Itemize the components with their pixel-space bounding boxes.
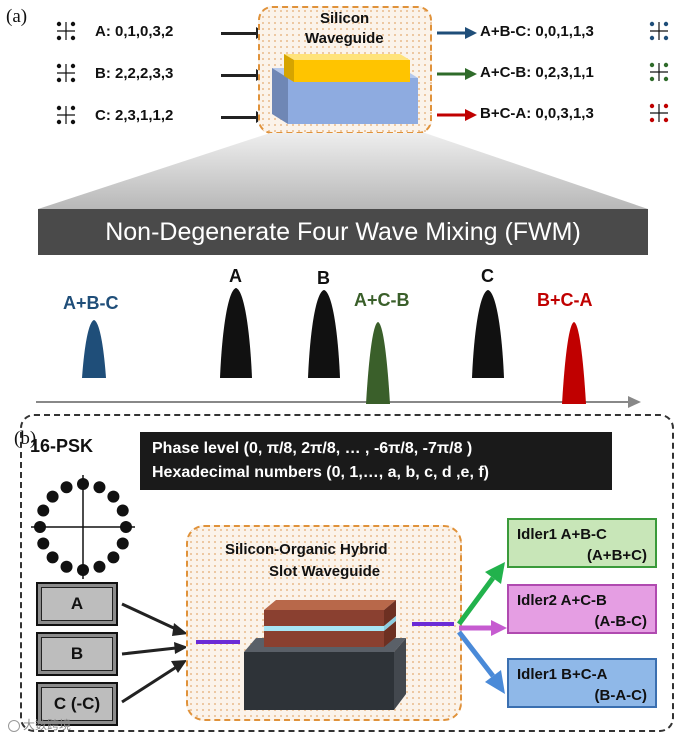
peak-label-acb: A+C-B — [354, 290, 410, 310]
slot-waveguide-title-line2: Slot Waveguide — [269, 563, 381, 580]
slot-waveguide-title-line1: Silicon-Organic Hybrid — [225, 541, 388, 558]
idler-1-expr: (A+B+C) — [586, 547, 647, 564]
watermark: 大数跨境 — [8, 716, 71, 733]
watermark-icon — [8, 719, 20, 732]
panel-b-frame — [20, 414, 674, 732]
psk-point — [93, 481, 106, 494]
input-arrow-c — [221, 111, 266, 123]
peak-label-abc: A+B-C — [63, 293, 119, 313]
waveguide-title-line1: Silicon — [320, 10, 370, 27]
output-label-acb: A+C-B: 0,2,3,1,1 — [480, 64, 594, 81]
constellation-icon-acb — [649, 62, 669, 82]
peak-a — [220, 288, 252, 378]
phase-level-text: Phase level (0, π/8, 2π/8, … , -6π/8, -7… — [152, 440, 473, 457]
slot-waveguide-graphic — [196, 600, 454, 710]
peak-acb — [366, 322, 390, 404]
psk-format-label: 16-PSK — [30, 436, 94, 456]
fwm-spectrum — [36, 288, 641, 408]
psk-point — [77, 478, 89, 490]
output-arrow-bca — [437, 109, 477, 121]
constellation-icon-a — [56, 21, 76, 41]
idler-3-title: Idler1 B+C-A — [517, 666, 608, 683]
input-arrow-a — [221, 27, 266, 39]
phase-level-box: Phase level (0, π/8, 2π/8, … , -6π/8, -7… — [140, 432, 612, 490]
zoom-trapezoid — [38, 133, 648, 209]
psk-point — [107, 551, 120, 564]
watermark-text: 大数跨境 — [23, 718, 72, 732]
output-arrow-abc — [437, 27, 477, 39]
idler-box-1: Idler1 A+B-C (A+B+C) — [507, 518, 657, 568]
fwm-banner: Non-Degenerate Four Wave Mixing (FWM) — [38, 209, 648, 255]
psk-point — [46, 551, 59, 564]
input-label-b: B: 2,2,2,3,3 — [95, 65, 174, 82]
waveguide-title-line2: Waveguide — [305, 30, 384, 47]
psk-point — [34, 521, 46, 533]
psk-point — [37, 537, 50, 550]
silicon-waveguide-graphic — [272, 54, 418, 124]
idler-2-expr: (A-B-C) — [594, 613, 647, 630]
peak-b — [308, 290, 340, 378]
panel-a-letter: (a) — [6, 6, 28, 27]
idler-box-2: Idler2 A+C-B (A-B-C) — [507, 584, 657, 634]
input-label-c: C: 2,3,1,1,2 — [95, 107, 174, 124]
output-arrow-acb — [437, 68, 477, 80]
psk16-constellation-icon — [31, 475, 135, 579]
input-arrow-b — [221, 69, 266, 81]
idler-3-expr: (B-A-C) — [594, 687, 647, 704]
input-box-c: C (-C) — [36, 682, 118, 726]
output-label-abc: A+B-C: 0,0,1,1,3 — [480, 23, 594, 40]
peak-label-c: C — [481, 266, 494, 286]
idler-2-title: Idler2 A+C-B — [517, 592, 607, 609]
idler-diverging-arrows — [456, 562, 507, 694]
psk-point — [120, 521, 132, 533]
idler-1-title: Idler1 A+B-C — [517, 526, 607, 543]
psk-point — [77, 564, 89, 576]
peak-c — [472, 290, 504, 378]
peak-label-bca: B+C-A — [537, 290, 593, 310]
peak-label-a: A — [229, 266, 242, 286]
constellation-icon-b — [56, 63, 76, 83]
input-label-a: A: 0,1,0,3,2 — [95, 23, 174, 40]
psk-point — [60, 560, 73, 573]
psk-point — [46, 490, 59, 503]
hex-numbers-text: Hexadecimal numbers (0, 1,…, a, b, c, d … — [152, 464, 489, 481]
psk-point — [93, 560, 106, 573]
constellation-icon-c — [56, 105, 76, 125]
psk-point — [116, 537, 129, 550]
psk-point — [116, 504, 129, 517]
peak-abc — [82, 320, 106, 378]
constellation-icon-bca — [649, 103, 669, 123]
peak-label-b: B — [317, 268, 330, 288]
input-box-b: B — [36, 632, 118, 676]
psk-point — [37, 504, 50, 517]
psk-point — [107, 490, 120, 503]
idler-box-3: Idler1 B+C-A (B-A-C) — [507, 658, 657, 708]
peak-bca — [562, 322, 586, 404]
output-label-bca: B+C-A: 0,0,3,1,3 — [480, 105, 594, 122]
constellation-icon-abc — [649, 21, 669, 41]
input-converging-arrows — [121, 602, 188, 704]
psk-point — [60, 481, 73, 494]
panel-b-letter: (b) — [14, 428, 37, 449]
input-box-a: A — [36, 582, 118, 626]
